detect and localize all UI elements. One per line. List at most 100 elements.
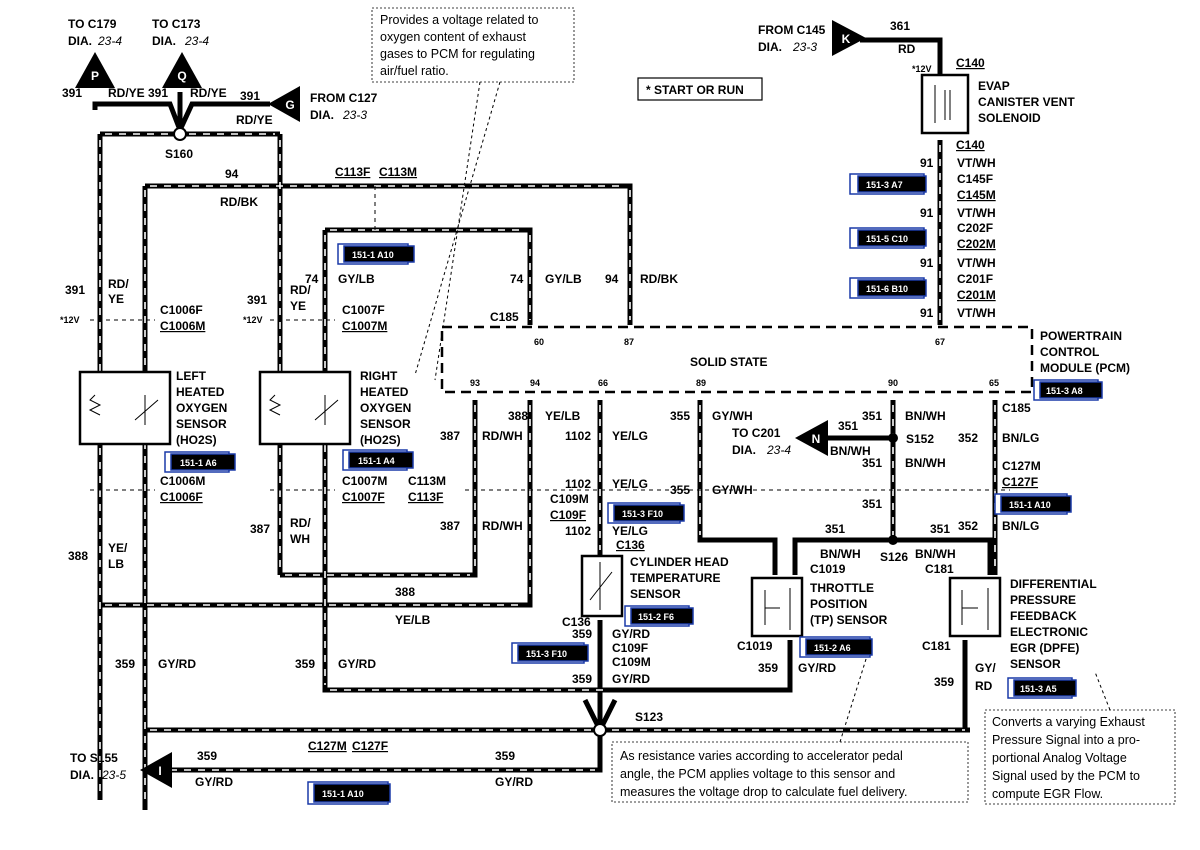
ref-tag[interactable]: 151-1 A6 xyxy=(164,451,236,473)
connector-p[interactable]: P TO C179 DIA. 23-4 391 RD/YE xyxy=(62,17,145,100)
svg-text:C185: C185 xyxy=(490,310,519,324)
svg-text:RD/YE: RD/YE xyxy=(108,86,145,100)
svg-text:(HO2S): (HO2S) xyxy=(176,433,217,447)
ref-tag[interactable]: 151-3 F10 xyxy=(511,642,589,664)
svg-text:94: 94 xyxy=(605,272,619,286)
svg-text:C145M: C145M xyxy=(957,188,996,202)
connector-k[interactable]: K FROM C145 DIA. 23-3 361 RD xyxy=(758,19,916,56)
svg-text:RD/BK: RD/BK xyxy=(220,195,258,209)
svg-text:LB: LB xyxy=(108,557,124,571)
svg-text:VT/WH: VT/WH xyxy=(957,256,996,270)
ref-tag[interactable]: 151-2 A6 xyxy=(799,636,873,658)
svg-text:Provides a voltage related to: Provides a voltage related to xyxy=(380,13,538,27)
svg-text:MODULE (PCM): MODULE (PCM) xyxy=(1040,361,1130,375)
svg-text:352: 352 xyxy=(958,519,978,533)
ref-tag[interactable]: 151-1 A4 xyxy=(342,449,414,471)
svg-text:RD/YE: RD/YE xyxy=(190,86,227,100)
wire-dashes xyxy=(99,133,996,805)
ref-tag[interactable]: 151-3 A7 xyxy=(849,173,927,195)
svg-text:C127F: C127F xyxy=(352,739,388,753)
svg-text:RD/BK: RD/BK xyxy=(640,272,678,286)
connector-i[interactable]: I TO S155 DIA. 23-5 xyxy=(70,751,172,788)
connector-q[interactable]: Q TO C173 DIA. 23-4 391 RD/YE xyxy=(148,17,227,100)
svg-text:C1006F: C1006F xyxy=(160,303,203,317)
svg-text:YE: YE xyxy=(290,299,306,313)
svg-text:YE/LG: YE/LG xyxy=(612,477,648,491)
svg-text:151-3 F10: 151-3 F10 xyxy=(526,649,567,659)
svg-text:BN/WH: BN/WH xyxy=(905,409,946,423)
ref-tag[interactable]: 151-5 C10 xyxy=(849,227,927,249)
svg-text:RIGHT: RIGHT xyxy=(360,369,398,383)
svg-text:151-5 C10: 151-5 C10 xyxy=(866,234,908,244)
svg-text:C185: C185 xyxy=(1002,401,1031,415)
svg-text:GY/LB: GY/LB xyxy=(545,272,582,286)
cht-sensor: CYLINDER HEAD TEMPERATURE SENSOR xyxy=(580,554,729,618)
svg-text:gases to PCM for regulating: gases to PCM for regulating xyxy=(380,47,535,61)
svg-text:359: 359 xyxy=(572,627,592,641)
svg-text:359: 359 xyxy=(197,749,217,763)
svg-text:23-4: 23-4 xyxy=(97,34,122,48)
ref-tags: 151-3 A7 151-5 C10 151-6 B10 151-1 A10 1… xyxy=(164,173,1103,805)
svg-text:391: 391 xyxy=(65,283,85,297)
svg-text:355: 355 xyxy=(670,409,690,423)
svg-text:351: 351 xyxy=(862,456,882,470)
svg-text:DIA.: DIA. xyxy=(152,34,176,48)
svg-text:SENSOR: SENSOR xyxy=(1010,657,1061,671)
svg-text:PRESSURE: PRESSURE xyxy=(1010,593,1076,607)
svg-text:GY/WH: GY/WH xyxy=(712,483,753,497)
svg-text:SENSOR: SENSOR xyxy=(630,587,681,601)
connector-g[interactable]: G FROM C127 DIA. 23-3 391 RD/YE xyxy=(236,86,378,127)
ref-tag[interactable]: 151-3 A8 xyxy=(1033,379,1103,401)
svg-text:91: 91 xyxy=(920,306,934,320)
svg-text:TO C201: TO C201 xyxy=(732,426,781,440)
svg-text:compute EGR Flow.: compute EGR Flow. xyxy=(992,787,1103,801)
svg-text:RD/YE: RD/YE xyxy=(236,113,273,127)
svg-text:OXYGEN: OXYGEN xyxy=(176,401,227,415)
svg-text:WH: WH xyxy=(290,532,310,546)
ref-tag[interactable]: 151-1 A10 xyxy=(337,243,415,265)
svg-text:151-1 A10: 151-1 A10 xyxy=(322,789,364,799)
svg-text:351: 351 xyxy=(930,522,950,536)
ref-tag[interactable]: 151-6 B10 xyxy=(849,277,927,299)
svg-text:74: 74 xyxy=(305,272,319,286)
svg-text:*12V: *12V xyxy=(243,315,263,325)
svg-text:measures the voltage drop to c: measures the voltage drop to calculate f… xyxy=(620,785,907,799)
connector-n[interactable]: N TO C201 DIA. 23-4 xyxy=(732,420,828,457)
ref-tag[interactable]: 151-1 A10 xyxy=(307,781,391,805)
svg-text:GY/RD: GY/RD xyxy=(495,775,533,789)
svg-text:C113M: C113M xyxy=(408,474,446,488)
svg-text:351: 351 xyxy=(838,419,858,433)
svg-text:portional Analog Voltage: portional Analog Voltage xyxy=(992,751,1127,765)
svg-text:angle, the PCM applies voltage: angle, the PCM applies voltage to this s… xyxy=(620,767,895,781)
svg-text:C113F: C113F xyxy=(335,165,370,179)
svg-text:355: 355 xyxy=(670,483,690,497)
svg-text:HEATED: HEATED xyxy=(176,385,225,399)
svg-text:ELECTRONIC: ELECTRONIC xyxy=(1010,625,1088,639)
svg-text:67: 67 xyxy=(935,337,945,347)
svg-text:RD/WH: RD/WH xyxy=(482,519,523,533)
svg-text:361: 361 xyxy=(890,19,910,33)
svg-text:GY/RD: GY/RD xyxy=(798,661,836,675)
svg-text:351: 351 xyxy=(825,522,845,536)
svg-text:387: 387 xyxy=(440,519,460,533)
ref-tag[interactable]: 151-3 A5 xyxy=(1007,677,1077,699)
svg-text:FROM C145: FROM C145 xyxy=(758,23,826,37)
svg-text:YE: YE xyxy=(108,292,124,306)
svg-text:151-3 A8: 151-3 A8 xyxy=(1046,386,1083,396)
ref-tag[interactable]: 151-1 A10 xyxy=(994,493,1072,515)
svg-text:151-2 F6: 151-2 F6 xyxy=(638,612,674,622)
svg-text:388: 388 xyxy=(68,549,88,563)
splice-s123: S123 xyxy=(593,710,663,737)
wires xyxy=(92,37,998,810)
svg-text:C201F: C201F xyxy=(957,272,993,286)
svg-text:23-3: 23-3 xyxy=(792,40,817,54)
ref-tag[interactable]: 151-2 F6 xyxy=(624,605,694,627)
svg-text:388: 388 xyxy=(395,585,415,599)
ref-tag[interactable]: 151-3 F10 xyxy=(607,502,685,524)
svg-text:60: 60 xyxy=(534,337,544,347)
svg-text:RD/: RD/ xyxy=(290,283,311,297)
svg-text:FEEDBACK: FEEDBACK xyxy=(1010,609,1077,623)
svg-text:C1007F: C1007F xyxy=(342,490,385,504)
left-ho2s: LEFT HEATED OXYGEN SENSOR (HO2S) xyxy=(78,369,227,447)
svg-text:K: K xyxy=(842,32,851,46)
